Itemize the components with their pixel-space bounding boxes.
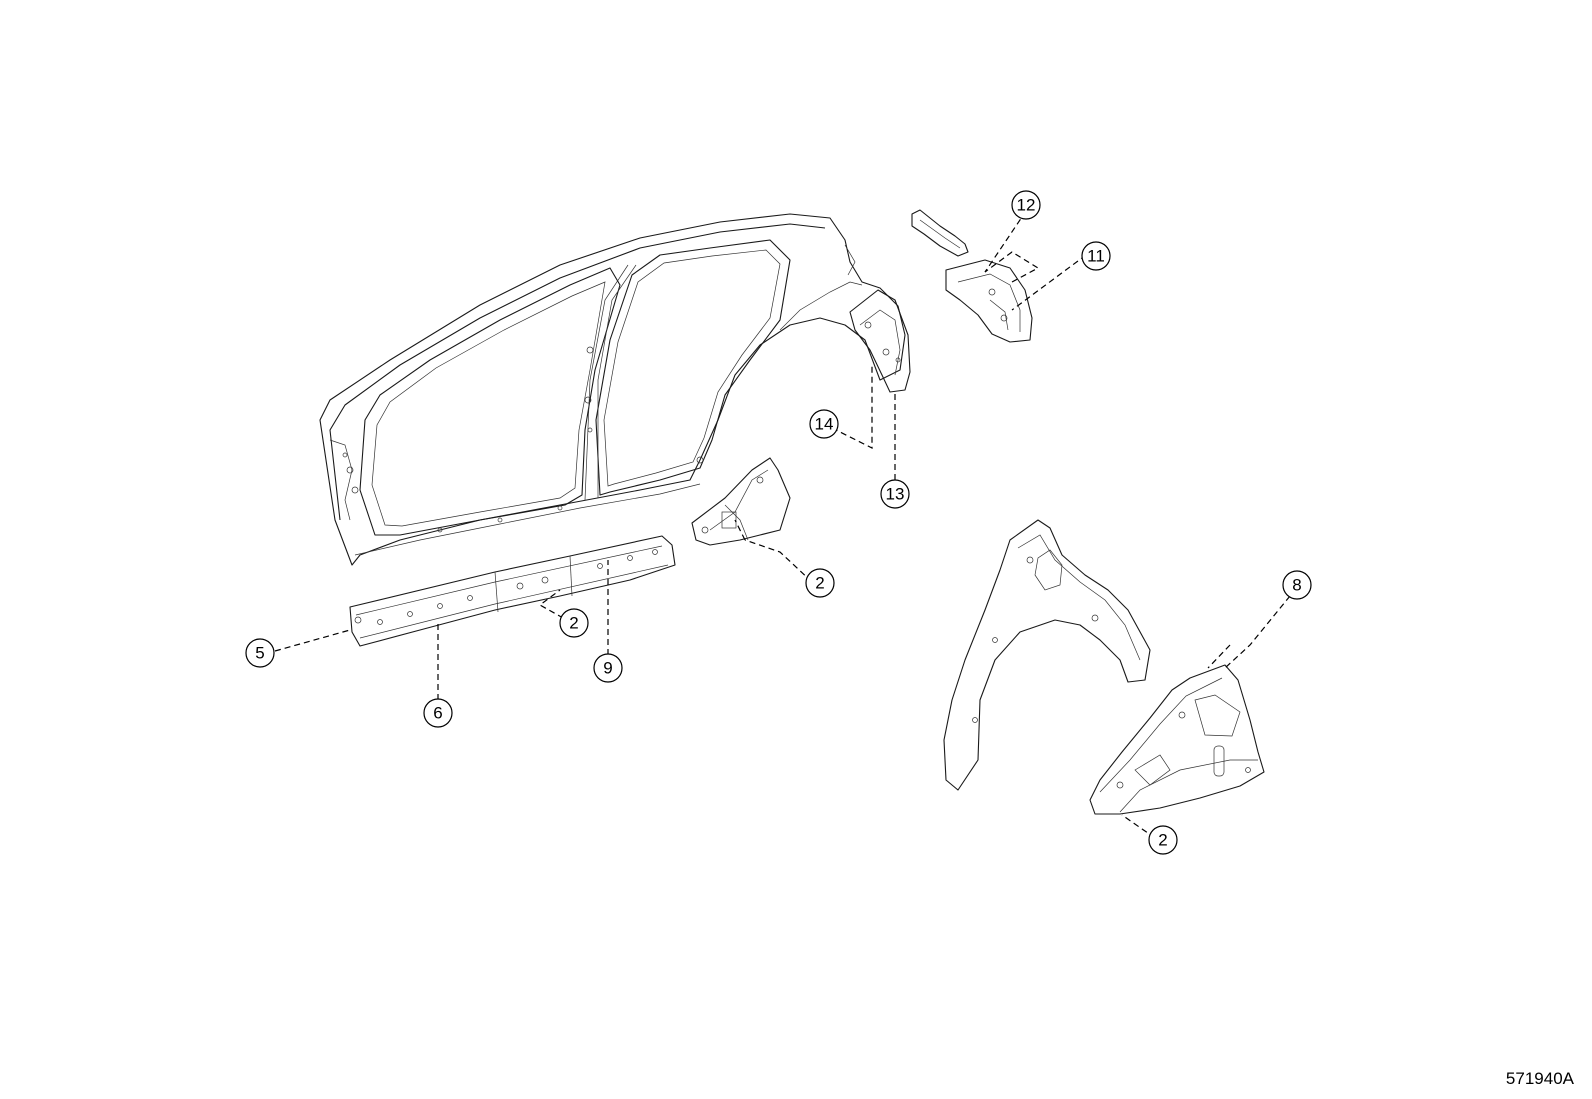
callout-11: 11 [1081,241,1111,271]
callout-2-rocker-label: 2 [569,614,578,633]
lamp-housing-panel [945,259,1033,343]
upper-reinforcement-strip [911,209,969,257]
callout-14: 14 [809,409,839,439]
pillar-lower-bracket [691,457,791,546]
callout-2-bracket-label: 2 [815,574,824,593]
callout-13-label: 13 [886,485,905,504]
rocker-reinforcement [349,535,676,647]
callout-5-label: 5 [255,644,264,663]
callout-14-label: 14 [815,415,834,434]
callout-6: 6 [423,698,453,728]
callout-2-wheelhouse-label: 2 [1158,831,1167,850]
callout-9-label: 9 [603,659,612,678]
callout-12-label: 12 [1017,196,1036,215]
callout-12: 12 [1011,190,1041,220]
callout-11-label: 11 [1087,247,1105,266]
callout-5: 5 [245,638,275,668]
wheelhouse-bracket [849,289,911,393]
callout-2-wheelhouse: 2 [1148,825,1178,855]
callout-8: 8 [1282,570,1312,600]
callout-8-label: 8 [1292,576,1301,595]
quarter-panel-inner [943,519,1151,791]
callout-13: 13 [880,479,910,509]
leader-lines [274,210,1291,839]
callout-9: 9 [593,653,623,683]
diagram-code: 571940A [1505,1069,1574,1088]
wheelhouse-inner [1089,664,1265,815]
callout-2-rocker: 2 [559,608,589,638]
callout-2-bracket: 2 [805,568,835,598]
body-side-outer-panel [319,213,906,566]
callout-6-label: 6 [433,704,442,723]
